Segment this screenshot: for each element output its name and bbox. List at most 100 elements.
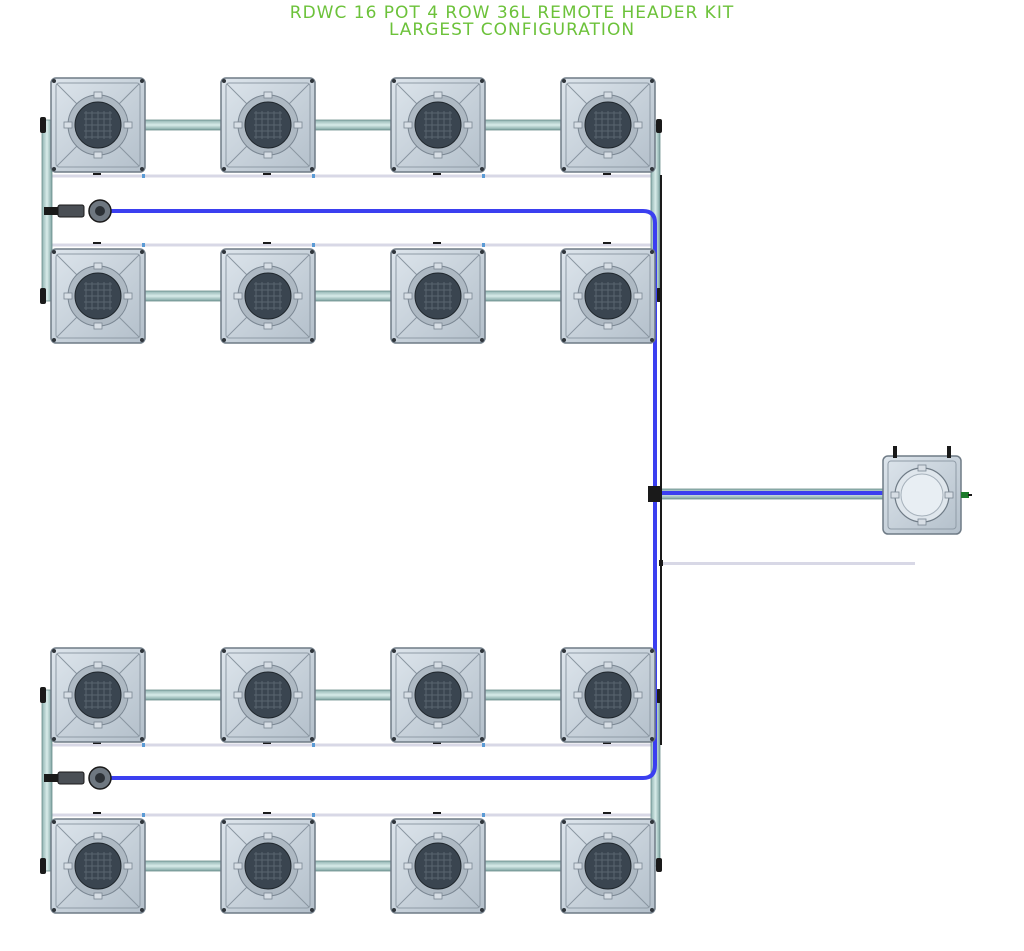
pot-lid-tab — [603, 892, 613, 900]
drain-clip — [482, 743, 485, 747]
header-tank-tab — [917, 464, 927, 472]
pot-bolt — [650, 167, 654, 171]
pot-corner-line — [566, 315, 589, 338]
pot-icon — [220, 248, 316, 344]
pot-rim — [395, 253, 481, 339]
pot-bolt — [140, 649, 144, 653]
pot-lid-tab — [463, 691, 473, 699]
pot-icon — [560, 647, 656, 743]
pot-corner-line — [627, 144, 650, 167]
pot-rim — [565, 253, 651, 339]
pot-lid-tab — [123, 292, 133, 300]
pot-lid-tab — [633, 292, 643, 300]
pot-bolt — [52, 167, 56, 171]
pot-lid-tab — [403, 121, 413, 129]
pot-bolt — [310, 250, 314, 254]
drain-marker — [93, 742, 101, 744]
manifold-elbow — [40, 687, 46, 703]
pot-lid-tab — [263, 151, 273, 159]
pot-bolt — [140, 79, 144, 83]
pot-lid-tab — [603, 322, 613, 330]
pot-lid-tab — [63, 691, 73, 699]
pot-lid-tab — [93, 262, 103, 270]
pot-corner-line — [226, 885, 249, 908]
pot-rim — [395, 652, 481, 738]
pot-corner-line — [117, 824, 140, 847]
drain-clip — [142, 243, 145, 247]
pot-bolt — [222, 167, 226, 171]
pot-bolt — [222, 908, 226, 912]
pot-bolt — [480, 338, 484, 342]
manifold-elbow — [40, 117, 46, 133]
pot-bolt — [480, 820, 484, 824]
pot-rim — [395, 82, 481, 168]
row-pipe — [97, 860, 609, 872]
header-tank-tab — [890, 491, 900, 499]
pot-lid-tab — [463, 121, 473, 129]
pot-lid-tab — [263, 91, 273, 99]
header-tank-tab — [917, 518, 927, 526]
row-pipe — [97, 689, 609, 701]
pot-lid-tab — [123, 691, 133, 699]
pot-corner-line — [117, 885, 140, 908]
pot-icon — [560, 818, 656, 914]
pot-lid-tab — [263, 721, 273, 729]
pot-bolt — [562, 250, 566, 254]
pot-icon — [50, 77, 146, 173]
pot-lid-tab — [633, 862, 643, 870]
pot-lid-tab — [293, 121, 303, 129]
header-tank-post — [947, 446, 951, 458]
pot-icon — [560, 248, 656, 344]
pot-lid-tab — [633, 121, 643, 129]
drain-marker — [433, 742, 441, 744]
pot-bolt — [222, 649, 226, 653]
pot-corner-line — [56, 714, 79, 737]
drain-marker — [433, 242, 441, 244]
drain-clip — [142, 813, 145, 817]
tee-fitting — [648, 486, 662, 502]
pot-corner-line — [117, 254, 140, 277]
pot-lid-tab — [93, 91, 103, 99]
pot-icon — [50, 818, 146, 914]
manifold-elbow — [656, 858, 662, 872]
drain-marker — [93, 173, 101, 175]
pot-lid-tab — [293, 691, 303, 699]
pot-lid-tab — [603, 721, 613, 729]
pot-bolt — [480, 737, 484, 741]
pot-corner-line — [396, 885, 419, 908]
pot-icon — [390, 818, 486, 914]
pot-lid-tab — [233, 121, 243, 129]
pot-corner-line — [627, 83, 650, 106]
pot-bolt — [140, 737, 144, 741]
drain-marker — [603, 742, 611, 744]
pot-lid-tab — [63, 862, 73, 870]
pot-corner-line — [226, 824, 249, 847]
manifold-elbow — [40, 288, 46, 304]
pot-icon — [220, 647, 316, 743]
drain-marker — [603, 242, 611, 244]
pot-bolt — [480, 908, 484, 912]
pot-rim — [225, 253, 311, 339]
pot-corner-line — [627, 714, 650, 737]
pot-corner-line — [396, 714, 419, 737]
pot-bolt — [562, 737, 566, 741]
pot-corner-line — [117, 653, 140, 676]
pot-bolt — [310, 167, 314, 171]
drain-marker — [263, 742, 271, 744]
drain-marker — [603, 173, 611, 175]
pot-corner-line — [226, 653, 249, 676]
fittings-layer — [44, 199, 112, 790]
pot-lid-tab — [433, 892, 443, 900]
pot-bolt — [392, 737, 396, 741]
pot-lid-tab — [233, 292, 243, 300]
pot-bolt — [480, 649, 484, 653]
drain-marker — [93, 812, 101, 814]
pot-corner-line — [457, 144, 480, 167]
pot-rim — [225, 82, 311, 168]
pot-bolt — [222, 737, 226, 741]
pot-corner-line — [396, 144, 419, 167]
header-tank-tab — [944, 491, 954, 499]
pots-layer — [50, 77, 972, 914]
drain-clip — [482, 174, 485, 178]
